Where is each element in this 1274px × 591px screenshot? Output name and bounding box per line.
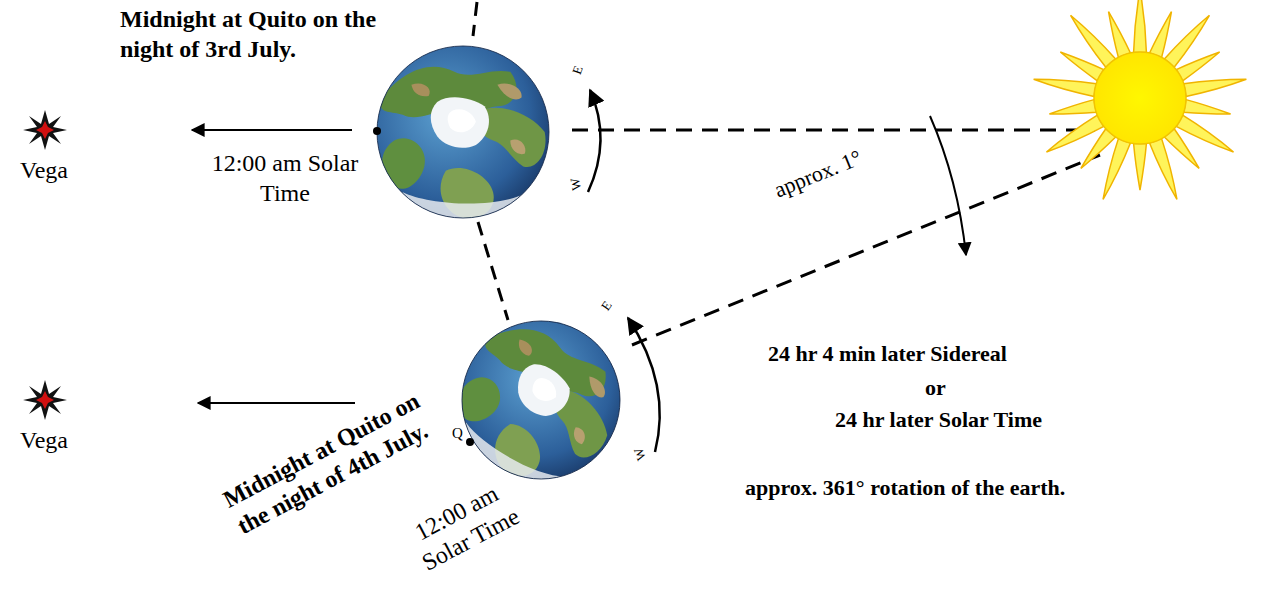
sun-ray bbox=[1134, 0, 1147, 52]
axis-line bbox=[473, 2, 477, 36]
label-text: Q bbox=[452, 424, 463, 443]
label-text: approx. 1° bbox=[770, 144, 866, 204]
sun bbox=[1034, 0, 1247, 199]
sun-line bbox=[572, 129, 1095, 132]
sun-ray bbox=[1184, 79, 1247, 96]
sun-ray bbox=[1164, 129, 1199, 169]
angle-arrow bbox=[930, 116, 966, 255]
sun-ray bbox=[1134, 144, 1147, 190]
label-text: 12:00 am Solar Time bbox=[392, 469, 535, 583]
label-text: E bbox=[569, 64, 587, 77]
quito-dot bbox=[373, 127, 381, 135]
label-text: or bbox=[925, 374, 946, 402]
sun-ray bbox=[1034, 79, 1097, 96]
vega-star bbox=[23, 380, 67, 420]
label-text: Midnight at Quito on the night of 3rd Ju… bbox=[120, 4, 385, 64]
label-text: 24 hr later Solar Time bbox=[835, 406, 1042, 434]
earth-globe bbox=[434, 293, 648, 507]
label-text: Vega bbox=[20, 425, 68, 455]
label-text: W bbox=[630, 446, 649, 463]
vega-star bbox=[23, 110, 67, 150]
orbit-line bbox=[478, 222, 508, 320]
sun-ray bbox=[1184, 100, 1231, 114]
label-text: 24 hr 4 min later Sidereal bbox=[768, 340, 1007, 368]
sun-ray bbox=[1176, 52, 1219, 81]
earth-globe bbox=[377, 46, 549, 219]
direction-arrow bbox=[198, 402, 355, 404]
sun-ray bbox=[1103, 139, 1130, 200]
sun-ray bbox=[1150, 139, 1177, 200]
label-text: 12:00 am Solar Time bbox=[205, 148, 365, 208]
art-shape bbox=[1034, 0, 1247, 199]
sun-ray bbox=[1109, 12, 1131, 58]
direction-arrow bbox=[192, 129, 352, 131]
label-text: Vega bbox=[20, 155, 68, 185]
sun-ray bbox=[1071, 15, 1116, 67]
sun-line bbox=[632, 155, 1100, 345]
quito-dot bbox=[466, 438, 474, 446]
sun-ray bbox=[1046, 115, 1103, 152]
rotation-arrow bbox=[628, 318, 660, 452]
sun-ray bbox=[1150, 12, 1172, 58]
label-text: approx. 361° rotation of the earth. bbox=[745, 474, 1065, 502]
sun-ray bbox=[1049, 100, 1096, 114]
label-text: E bbox=[598, 298, 616, 314]
sun-disc bbox=[1094, 52, 1186, 144]
rotation-arrow bbox=[588, 90, 601, 192]
label-text: W bbox=[567, 177, 585, 192]
